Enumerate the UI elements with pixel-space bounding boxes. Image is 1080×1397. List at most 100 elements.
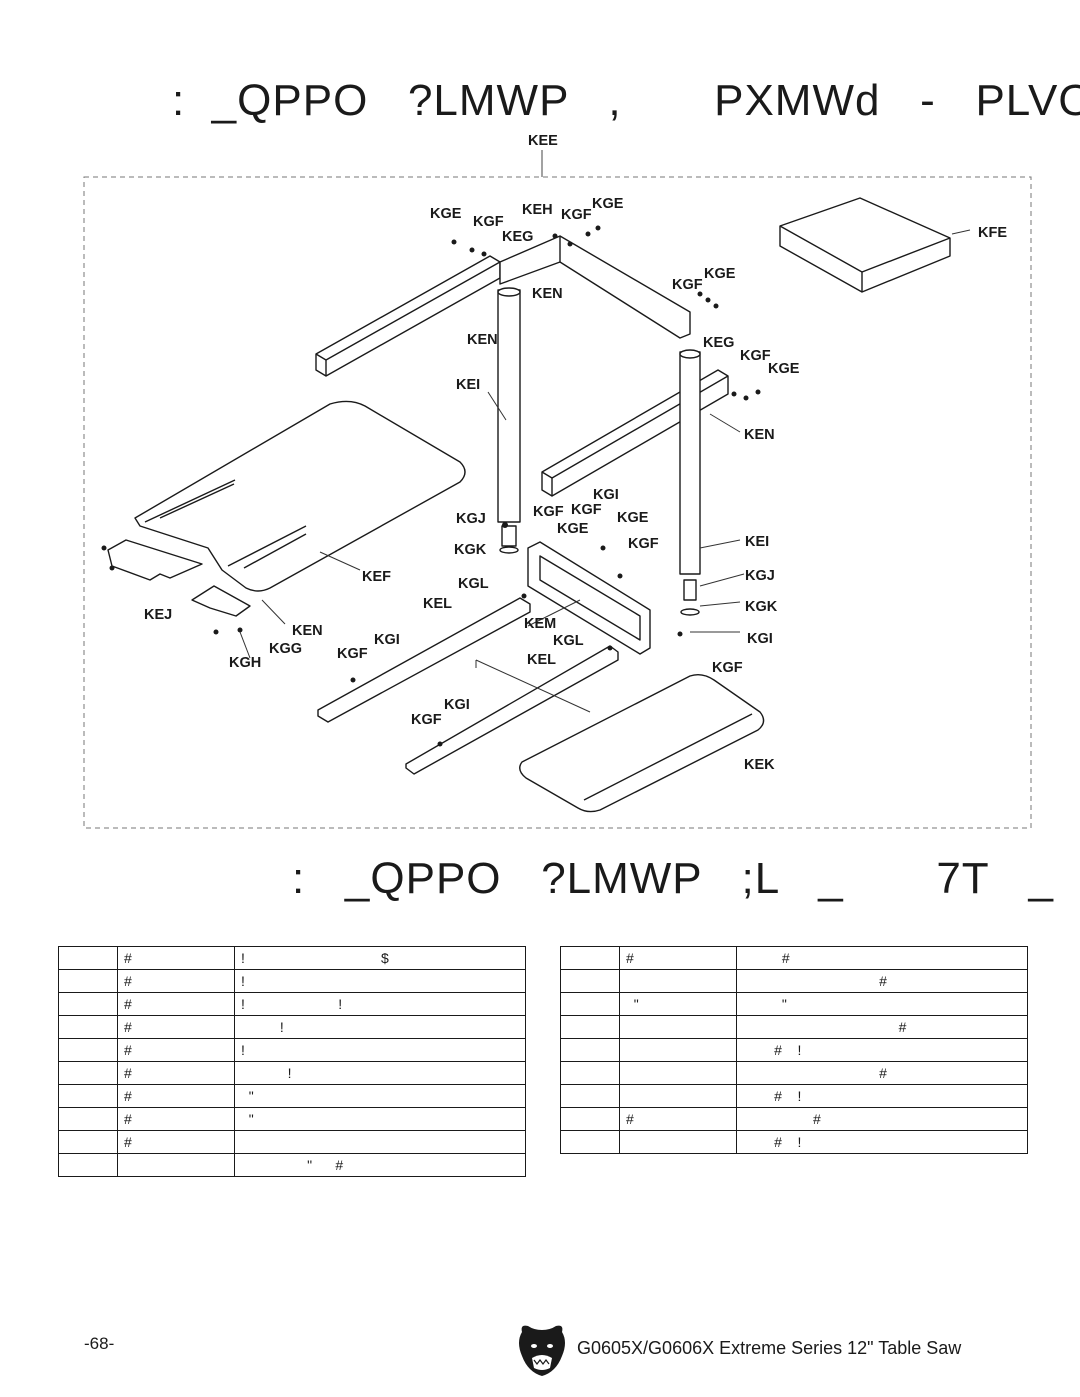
parts-breakdown-diagram: KEE KGE KGF KEH KGF KGE KEG KFE KGF KGE … xyxy=(83,133,1032,829)
description-cell: # ! xyxy=(736,1130,1028,1154)
parts-table-row: # ! xyxy=(560,1130,1028,1154)
callout-kge: KGE xyxy=(430,206,462,222)
extension-table-top xyxy=(134,400,466,592)
foot-left xyxy=(499,546,519,554)
ref-cell xyxy=(58,946,118,970)
bottom-shelf xyxy=(519,673,765,813)
part-number-cell: # xyxy=(117,992,235,1016)
description-cell: ! ! xyxy=(234,992,526,1016)
callout-kgk: KGK xyxy=(454,542,487,558)
ref-cell xyxy=(58,969,118,993)
callout-kei: KEI xyxy=(456,377,480,393)
callout-kgi: KGI xyxy=(593,487,619,503)
description-cell xyxy=(234,1130,526,1154)
callout-kgf: KGF xyxy=(628,536,659,552)
parts-list-right: # # # " " # # ! # # !# # # xyxy=(560,946,1028,1154)
callout-kel: KEL xyxy=(423,596,452,612)
callout-kej: KEJ xyxy=(144,607,172,623)
parts-table-row: # xyxy=(560,1061,1028,1085)
part-number-cell xyxy=(619,1130,737,1154)
part-number-cell: # xyxy=(117,1130,235,1154)
bracket-right xyxy=(191,585,251,617)
ref-cell xyxy=(58,1015,118,1039)
parts-table-row: #! xyxy=(58,969,526,993)
callout-kel: KEL xyxy=(527,652,556,668)
part-number-cell: # xyxy=(117,969,235,993)
callout-kgg: KGG xyxy=(269,641,302,657)
description-cell: " xyxy=(234,1084,526,1108)
part-number-cell: # xyxy=(117,1084,235,1108)
description-cell: # xyxy=(736,969,1028,993)
description-cell: ! xyxy=(234,969,526,993)
bracket-left xyxy=(107,539,203,581)
callout-kgi: KGI xyxy=(444,697,470,713)
description-cell: ! xyxy=(234,1015,526,1039)
callout-keg: KEG xyxy=(502,229,533,245)
ref-cell xyxy=(560,1015,620,1039)
parts-table-row: # ! xyxy=(560,1038,1028,1062)
bear-head-logo-icon xyxy=(519,1325,565,1376)
description-cell: # ! xyxy=(736,1038,1028,1062)
parts-table-row: # " xyxy=(58,1084,526,1108)
ref-cell xyxy=(58,1153,118,1177)
lower-rail-front xyxy=(317,597,531,723)
section-title-top: : _QPPO ?LMWP , PXMWd - PLVOZ xyxy=(172,76,1080,125)
ref-cell xyxy=(58,1107,118,1131)
callout-kgl: KGL xyxy=(553,633,584,649)
callout-kef: KEF xyxy=(362,569,391,585)
ref-cell xyxy=(560,1107,620,1131)
section-title-parts-list: : _QPPO ?LMWP ;L _ 7T _ xyxy=(292,854,1055,903)
ref-cell xyxy=(560,992,620,1016)
callout-kgl: KGL xyxy=(458,576,489,592)
part-number-cell xyxy=(619,969,737,993)
description-cell: # xyxy=(736,1015,1028,1039)
front-frame xyxy=(527,541,651,655)
left-upper-rail xyxy=(315,255,501,377)
part-number-cell: # xyxy=(117,1107,235,1131)
part-number-cell: # xyxy=(619,946,737,970)
part-number-cell: # xyxy=(117,1061,235,1085)
callout-kge: KGE xyxy=(617,510,649,526)
part-number-cell xyxy=(117,1153,235,1177)
callout-ken: KEN xyxy=(467,332,498,348)
part-number-cell: " xyxy=(619,992,737,1016)
callout-kgi: KGI xyxy=(747,631,773,647)
description-cell: " # xyxy=(234,1153,526,1177)
leg-back-left xyxy=(497,289,521,523)
part-number-cell xyxy=(619,1061,737,1085)
callout-kge: KGE xyxy=(704,266,736,282)
callout-kgj: KGJ xyxy=(456,511,486,527)
description-cell: ! xyxy=(234,1061,526,1085)
description-cell: # xyxy=(736,1061,1028,1085)
parts-table-row: # # xyxy=(560,946,1028,970)
parts-table-row: # xyxy=(560,1015,1028,1039)
callout-ken: KEN xyxy=(744,427,775,443)
description-cell: " xyxy=(736,992,1028,1016)
callout-kgf: KGF xyxy=(740,348,771,364)
callout-kge: KGE xyxy=(592,196,624,212)
callout-kgh: KGH xyxy=(229,655,261,671)
callout-kge: KGE xyxy=(557,521,589,537)
callout-kgf: KGF xyxy=(561,207,592,223)
callout-kgi: KGI xyxy=(374,632,400,648)
part-number-cell: # xyxy=(117,1015,235,1039)
callout-kgf: KGF xyxy=(672,277,703,293)
callout-kgj: KGJ xyxy=(745,568,775,584)
ref-cell xyxy=(58,1038,118,1062)
description-cell: ! $ xyxy=(234,946,526,970)
parts-table-row: # ! xyxy=(58,1061,526,1085)
callout-ken: KEN xyxy=(532,286,563,302)
leg-front-right xyxy=(679,351,701,575)
diagram-frame xyxy=(83,176,1032,829)
parts-table-row: " " xyxy=(560,992,1028,1016)
callout-kgf: KGF xyxy=(712,660,743,676)
ref-cell xyxy=(560,1061,620,1085)
callout-kei: KEI xyxy=(745,534,769,550)
part-number-cell: # xyxy=(117,1038,235,1062)
parts-table-row: #! xyxy=(58,1038,526,1062)
description-cell: # xyxy=(736,946,1028,970)
callout-ken: KEN xyxy=(292,623,323,639)
callout-kgk: KGK xyxy=(745,599,778,615)
callout-kee: KEE xyxy=(528,133,558,149)
callout-kgf: KGF xyxy=(533,504,564,520)
